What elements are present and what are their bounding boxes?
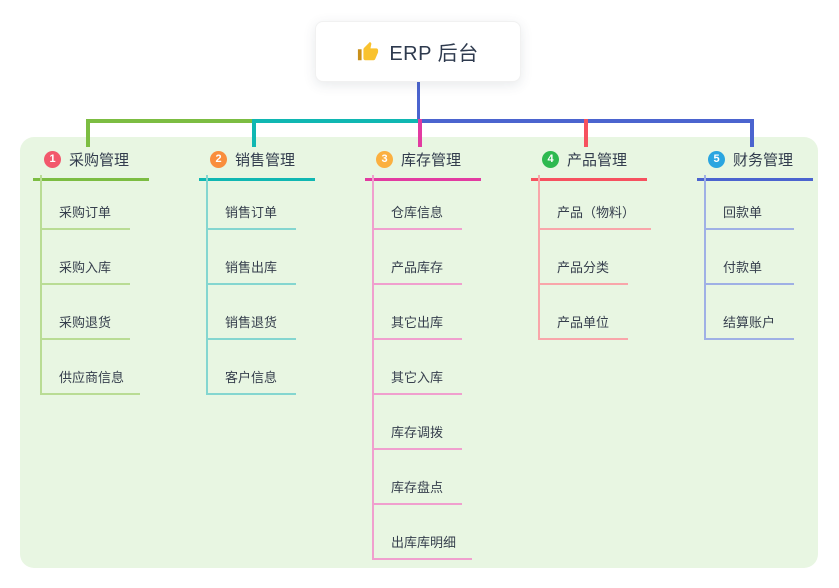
child-node[interactable]: 其它入库 (374, 340, 462, 395)
branch-header-2[interactable]: 2 销售管理 (199, 146, 315, 181)
branch-header-5[interactable]: 5 财务管理 (697, 146, 813, 181)
child-node[interactable]: 采购退货 (42, 285, 130, 340)
child-node[interactable]: 客户信息 (208, 340, 296, 395)
child-node-label: 出库库明细 (391, 535, 457, 550)
child-node-label: 其它出库 (391, 315, 444, 330)
child-node[interactable]: 产品单位 (540, 285, 628, 340)
child-node-label: 产品（物料） (557, 205, 636, 220)
child-node-label: 销售退货 (225, 315, 278, 330)
child-node[interactable]: 销售退货 (208, 285, 296, 340)
branch-drop-line-3 (418, 119, 422, 147)
child-node-label: 供应商信息 (59, 370, 125, 385)
child-node-label: 产品库存 (391, 260, 444, 275)
child-node[interactable]: 回款单 (706, 175, 794, 230)
root-node[interactable]: ERP 后台 (315, 21, 521, 82)
branch-children-4: 产品（物料） 产品分类产品单位 (538, 175, 652, 340)
branch-badge: 1 (44, 150, 61, 168)
branch-badge: 4 (542, 150, 559, 168)
child-node-label: 采购订单 (59, 205, 112, 220)
branch-header-4[interactable]: 4 产品管理 (531, 146, 647, 181)
child-node-label: 库存调拨 (391, 425, 444, 440)
child-node[interactable]: 库存调拨 (374, 395, 462, 450)
branch-header-3[interactable]: 3 库存管理 (365, 146, 481, 181)
child-node[interactable]: 供应商信息 (42, 340, 141, 395)
branch-drop-line-1 (86, 119, 90, 147)
branch-children-1: 采购订单采购入库采购退货供应商信息 (40, 175, 141, 395)
child-node[interactable]: 产品分类 (540, 230, 628, 285)
branch-badge: 5 (708, 150, 725, 168)
child-node[interactable]: 采购订单 (42, 175, 130, 230)
child-node[interactable]: 其它出库 (374, 285, 462, 340)
child-node[interactable]: 库存盘点 (374, 450, 462, 505)
branch-drop-line-2 (252, 119, 256, 147)
child-node-label: 采购退货 (59, 315, 112, 330)
child-node[interactable]: 仓库信息 (374, 175, 462, 230)
branch-drop-line-4 (584, 119, 588, 147)
child-node[interactable]: 产品（物料） (540, 175, 652, 230)
branch-children-5: 回款单付款单结算账户 (704, 175, 794, 340)
child-node-label: 销售出库 (225, 260, 278, 275)
child-node-label: 采购入库 (59, 260, 112, 275)
child-node[interactable]: 销售出库 (208, 230, 296, 285)
child-node[interactable]: 销售订单 (208, 175, 296, 230)
child-node-label: 回款单 (723, 205, 763, 220)
child-node-label: 结算账户 (723, 315, 776, 330)
child-node[interactable]: 采购入库 (42, 230, 130, 285)
child-node-label: 产品单位 (557, 315, 610, 330)
child-node[interactable]: 结算账户 (706, 285, 794, 340)
thumbs-up-icon (358, 41, 379, 60)
child-node-label: 销售订单 (225, 205, 278, 220)
branch-children-3: 仓库信息产品库存其它出库其它入库库存调拨库存盘点出库库明细 (372, 175, 473, 560)
root-connector-line (416, 82, 420, 123)
child-node[interactable]: 付款单 (706, 230, 794, 285)
branch-drop-line-5 (750, 119, 754, 147)
branch-label: 产品管理 (567, 151, 628, 169)
branch-badge: 2 (210, 150, 227, 168)
branch-label: 采购管理 (69, 151, 130, 169)
child-node-label: 其它入库 (391, 370, 444, 385)
child-node-label: 库存盘点 (391, 480, 444, 495)
child-node-label: 客户信息 (225, 370, 278, 385)
branch-label: 库存管理 (401, 151, 462, 169)
child-node[interactable]: 出库库明细 (374, 505, 473, 560)
branch-label: 销售管理 (235, 151, 296, 169)
branch-label: 财务管理 (733, 151, 794, 169)
child-node-label: 产品分类 (557, 260, 610, 275)
bus-segment-1 (86, 119, 252, 123)
bus-segment-2 (252, 119, 418, 123)
child-node-label: 付款单 (723, 260, 763, 275)
child-node[interactable]: 产品库存 (374, 230, 462, 285)
branch-children-2: 销售订单销售出库销售退货客户信息 (206, 175, 296, 395)
branches-panel (20, 137, 818, 568)
root-title: ERP 后台 (389, 43, 479, 65)
branch-header-1[interactable]: 1 采购管理 (33, 146, 149, 181)
child-node-label: 仓库信息 (391, 205, 444, 220)
branch-badge: 3 (376, 150, 393, 168)
